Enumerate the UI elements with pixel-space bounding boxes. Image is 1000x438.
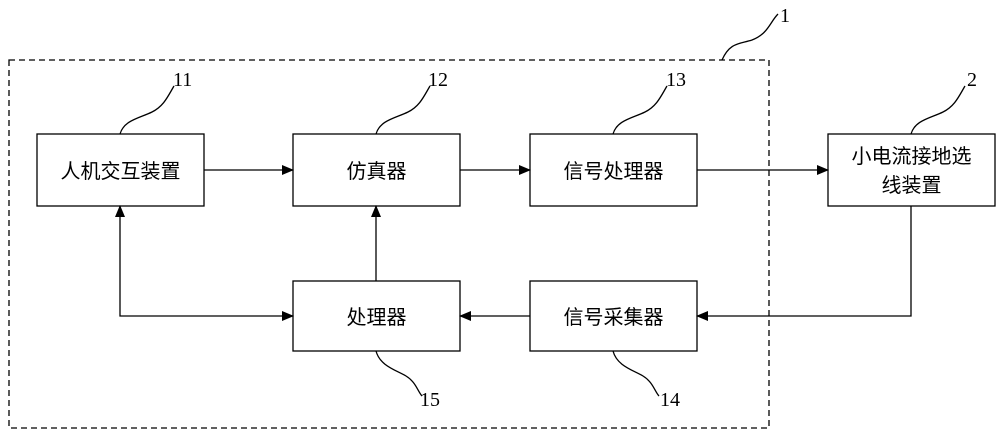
arrow-line-selection-to-signal-collector [696, 206, 912, 321]
processor-box [292, 280, 461, 352]
hmi-ref-number: 11 [173, 69, 192, 91]
simulator-ref-number: 12 [428, 69, 448, 91]
bidirectional-hmi-processor [115, 205, 294, 321]
hmi-label: 人机交互装置 [61, 159, 181, 183]
hmi-box [36, 133, 205, 207]
system-ref-number: 1 [780, 5, 790, 27]
line-selection-label-line2: 线装置 [882, 173, 942, 197]
simulator-box [292, 133, 461, 207]
signal-collector-label: 信号采集器 [564, 305, 664, 329]
signal-processor-ref-number: 13 [666, 69, 686, 91]
hmi-ref-leader [119, 85, 175, 135]
line-selection-ref-number: 2 [967, 69, 977, 91]
line-selection-box [827, 133, 996, 207]
signal-processor-ref-leader [612, 85, 668, 135]
signal-processor-label: 信号处理器 [564, 159, 664, 183]
signal-collector-box [529, 280, 698, 352]
simulator-label: 仿真器 [347, 159, 407, 183]
line-selection-label-line1: 小电流接地选 [852, 144, 972, 168]
system-boundary [8, 59, 770, 429]
line-selection-ref-leader [910, 85, 966, 135]
signal-collector-ref-number: 14 [660, 389, 680, 411]
processor-label: 处理器 [347, 305, 407, 329]
system-ref-leader [721, 13, 779, 61]
signal-collector-ref-leader [612, 350, 660, 397]
processor-ref-number: 15 [420, 389, 440, 411]
simulator-ref-leader [375, 85, 431, 135]
processor-ref-leader [375, 350, 423, 397]
